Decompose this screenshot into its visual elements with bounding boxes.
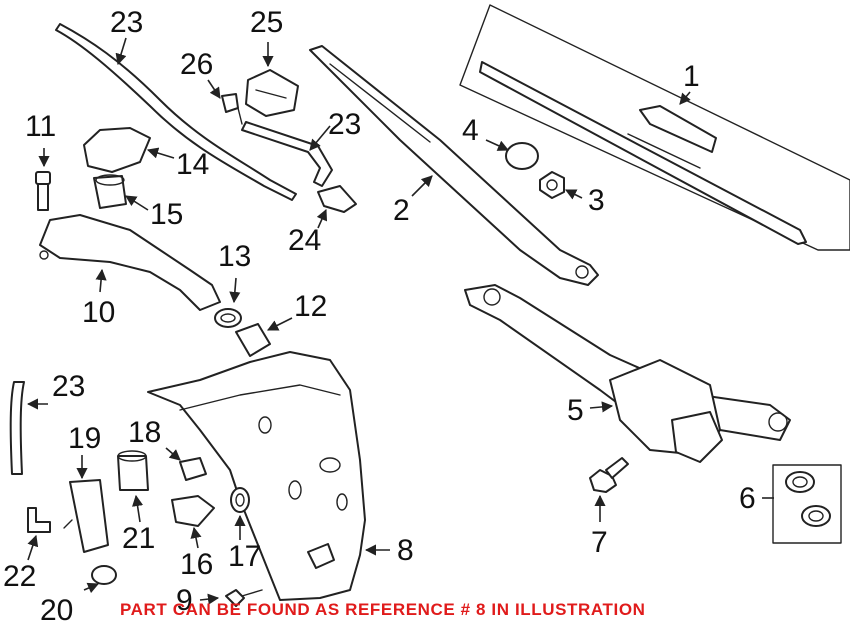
grommet-part-17 <box>230 487 250 513</box>
callout-25: 25 <box>250 6 284 39</box>
plug-part-18 <box>179 457 207 481</box>
callout-3: 3 <box>588 184 605 217</box>
sensor-part-16 <box>171 495 215 527</box>
callout-9: 9 <box>176 584 193 617</box>
bolt-part-11 <box>35 171 51 211</box>
grommets-part-6 <box>772 464 842 544</box>
o-ring-part-13 <box>214 308 242 328</box>
leader-lines <box>26 37 774 605</box>
callout-23-left: 23 <box>52 370 86 403</box>
callout-5: 5 <box>567 394 584 427</box>
seal-part-12 <box>235 323 271 357</box>
callout-13: 13 <box>218 240 252 273</box>
callout-21: 21 <box>122 522 156 555</box>
elbow-connector-part-22 <box>27 507 51 533</box>
washer-reservoir-part-8 <box>147 351 366 601</box>
callout-17: 17 <box>228 540 262 573</box>
callout-8: 8 <box>397 534 414 567</box>
callout-22: 22 <box>3 560 37 593</box>
callout-18: 18 <box>128 416 162 449</box>
callout-23-mid: 23 <box>328 108 362 141</box>
callout-26: 26 <box>180 48 214 81</box>
callout-15: 15 <box>150 198 184 231</box>
screw-part-9 <box>225 589 263 607</box>
callout-20: 20 <box>40 594 74 627</box>
wiper-arm-part-2 <box>309 45 599 286</box>
callout-6: 6 <box>739 482 756 515</box>
callout-12: 12 <box>294 290 328 323</box>
callout-11: 11 <box>25 110 57 143</box>
arm-nut-part-3 <box>539 171 565 199</box>
pump-seal-part-21 <box>117 450 149 491</box>
connector-part-24 <box>317 185 357 213</box>
callout-10: 10 <box>82 296 116 329</box>
filler-neck-part-10 <box>39 214 221 311</box>
hose-part-23 <box>9 23 333 475</box>
callout-23-top: 23 <box>110 6 144 39</box>
callout-16: 16 <box>180 548 214 581</box>
reference-footnote: PART CAN BE FOUND AS REFERENCE # 8 IN IL… <box>120 600 646 619</box>
connector-part-26 <box>221 93 243 125</box>
callout-24: 24 <box>288 224 322 257</box>
callout-2: 2 <box>393 194 410 227</box>
callout-14: 14 <box>176 148 210 181</box>
wiper-motor-linkage-part-5 <box>464 284 791 463</box>
filler-cap-part-14 <box>83 127 151 173</box>
grommet-part-20 <box>91 565 117 585</box>
callout-7: 7 <box>591 526 608 559</box>
callout-4: 4 <box>462 114 479 147</box>
filler-part-15 <box>93 174 127 209</box>
wiper-blade-part-1 <box>459 4 850 251</box>
bolt-part-7 <box>589 457 629 493</box>
nozzle-part-25 <box>245 69 299 117</box>
callout-1: 1 <box>683 60 700 93</box>
callout-19: 19 <box>68 422 102 455</box>
washer-pump-part-19 <box>63 479 109 553</box>
arm-cap-part-4 <box>505 142 539 170</box>
